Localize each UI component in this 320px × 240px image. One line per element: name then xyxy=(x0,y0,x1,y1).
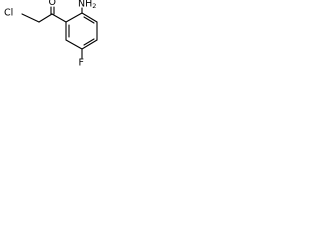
ring-bond xyxy=(81,12,98,23)
ring-double-bond xyxy=(83,16,95,24)
structural-formula: O Cl NH2 F xyxy=(4,0,98,69)
amine-nh: NH xyxy=(78,0,92,9)
ring-double-bond xyxy=(83,38,95,46)
ch2-to-chlorine-bond xyxy=(21,13,40,23)
ring-bond xyxy=(65,12,83,23)
benzene-ring xyxy=(65,12,98,50)
amine-subscript: 2 xyxy=(92,2,96,10)
carbonyl-to-ch2-bond xyxy=(38,13,53,23)
ring-bond xyxy=(81,39,98,50)
chlorine-label: Cl xyxy=(4,8,13,19)
ring-bond xyxy=(65,39,83,50)
oxygen-label: O xyxy=(49,0,56,8)
ring-to-carbonyl-bond xyxy=(51,13,67,23)
fluorine-label: F xyxy=(79,58,84,69)
amine-label: NH2 xyxy=(78,0,96,10)
